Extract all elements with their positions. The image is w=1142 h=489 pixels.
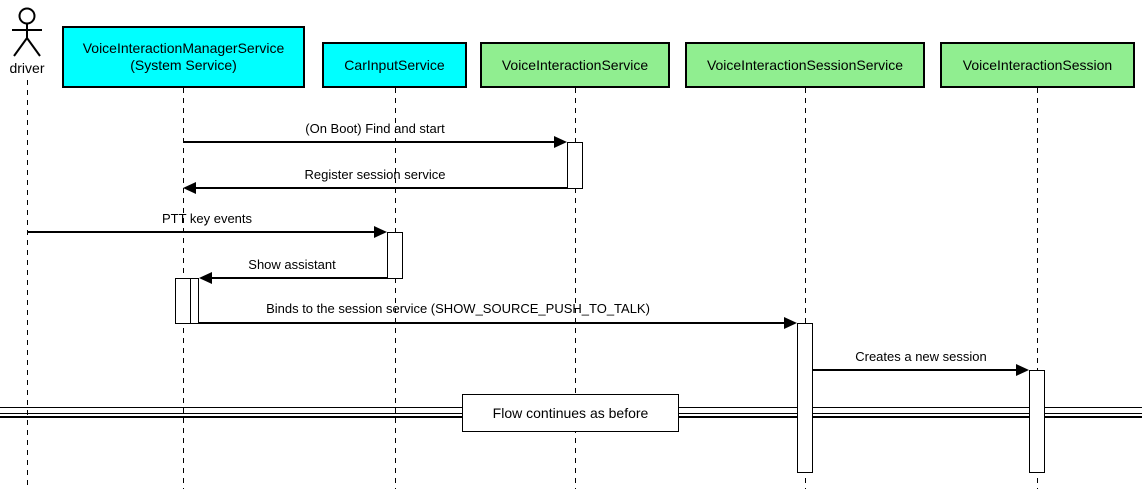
- participant-voiceinteractionsessionservice: VoiceInteractionSessionService: [685, 42, 925, 88]
- activation-voiceinteractionservice: [567, 142, 583, 189]
- message-label-show-assistant: Show assistant: [248, 257, 336, 272]
- lifeline-carinputservice: [395, 88, 396, 489]
- participant-voiceinteractionservice: VoiceInteractionService: [480, 42, 670, 88]
- activation-voiceinteractionmanagerservice: [175, 278, 191, 324]
- message-label-ptt-key-events: PTT key events: [161, 211, 253, 226]
- lifeline-voiceinteractionservice: [575, 88, 576, 489]
- message-label-binds-to-session-service: Binds to the session service (SHOW_SOURC…: [266, 301, 650, 316]
- message-line-ptt-key-events: [27, 231, 377, 233]
- participant-voiceinteractionmanagerservice: VoiceInteractionManagerService (System S…: [62, 26, 305, 88]
- actor-driver-label: driver: [9, 60, 45, 76]
- arrowhead-left-icon: [199, 272, 212, 284]
- actor-icon: [12, 7, 42, 57]
- arrowhead-right-icon: [1016, 364, 1029, 376]
- arrowhead-right-icon: [554, 136, 567, 148]
- participant-voiceinteractionsession: VoiceInteractionSession: [940, 42, 1135, 88]
- message-line-find-and-start: [183, 141, 557, 143]
- message-line-creates-new-session: [813, 369, 1019, 371]
- message-line-register-session-service: [195, 187, 567, 189]
- activation-voiceinteractionsessionservice: [797, 323, 813, 473]
- activation-voiceinteractionsession: [1029, 370, 1045, 473]
- message-line-show-assistant: [211, 277, 387, 279]
- message-line-binds-to-session-service: [175, 322, 787, 324]
- message-label-creates-new-session: Creates a new session: [855, 349, 987, 364]
- activation-carinputservice: [387, 232, 403, 279]
- divider-label-box: Flow continues as before: [462, 394, 679, 432]
- lifeline-driver: [27, 80, 28, 489]
- arrowhead-left-icon: [183, 182, 196, 194]
- lifeline-voiceinteractionsessionservice: [805, 88, 806, 489]
- message-label-find-and-start: (On Boot) Find and start: [305, 121, 445, 136]
- arrowhead-right-icon: [374, 226, 387, 238]
- lifeline-voiceinteractionsession: [1037, 88, 1038, 489]
- message-label-register-session-service: Register session service: [304, 167, 446, 182]
- participant-carinputservice: CarInputService: [322, 42, 467, 88]
- arrowhead-right-icon: [784, 317, 797, 329]
